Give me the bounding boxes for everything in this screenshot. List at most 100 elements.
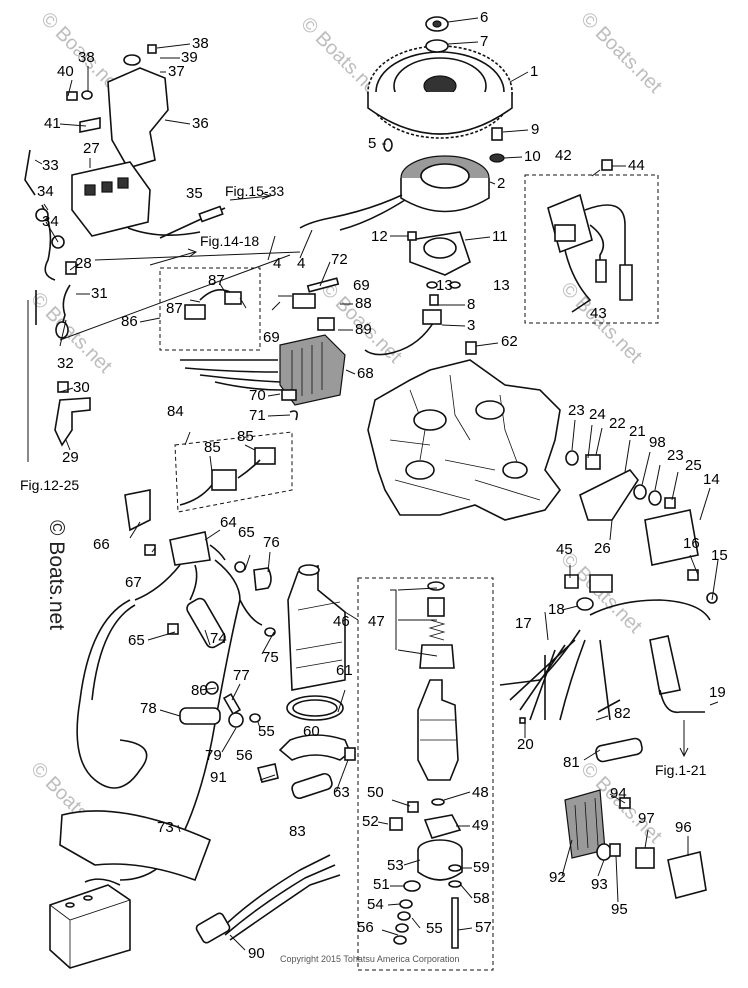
part-label: 97 [638,810,655,827]
part-label: 92 [549,869,566,886]
part-label: 85 [237,428,254,445]
part-label: 55 [258,723,275,740]
part-label: 74 [210,630,227,647]
part-label: 76 [263,534,280,551]
battery-area [49,810,341,969]
relay-bracket [24,44,226,339]
part-label: 42 [555,147,572,164]
pulser-coil [364,231,477,356]
part-label: 38 [192,35,209,52]
part-label: 78 [140,700,157,717]
fig-ref-15-33: Fig.15-33 [225,183,284,199]
part-label: 88 [355,295,372,312]
part-label: 43 [590,305,607,322]
part-label: 29 [62,449,79,466]
part-label: 73 [157,819,174,836]
part-label: 70 [249,387,266,404]
part-label: 37 [168,63,185,80]
part-label: 63 [333,784,350,801]
part-label: 27 [83,140,100,157]
part-label: 51 [373,876,390,893]
part-label: 81 [563,754,580,771]
part-label: 72 [331,251,348,268]
part-label: 87 [208,272,225,289]
part-label: 69 [263,329,280,346]
part-label: 61 [336,662,353,679]
part-label: 71 [249,407,266,424]
part-label: 67 [125,574,142,591]
part-label: 46 [333,613,350,630]
part-label: 56 [357,919,374,936]
bracket-29 [54,381,91,447]
part-label: 44 [628,157,645,174]
rectifier-group [159,267,346,421]
part-label: 93 [591,876,608,893]
part-label: 69 [353,277,370,294]
reference-lines [27,192,689,758]
part-label: 17 [515,615,532,632]
part-label: 18 [548,601,565,618]
part-label: 91 [210,769,227,786]
part-label: 39 [181,49,198,66]
part-label: 55 [426,920,443,937]
watermark: © Boats.net [576,8,666,98]
fig-ref-14-18: Fig.14-18 [200,233,259,249]
part-label: 20 [517,736,534,753]
part-label: 23 [667,447,684,464]
part-label: 95 [611,901,628,918]
part-label: 75 [262,649,279,666]
ignition-coil-group [524,159,659,324]
part-label: 79 [205,747,222,764]
starter-relay-parts [76,489,279,881]
part-label: 28 [75,255,92,272]
part-label: 84 [167,403,184,420]
part-label: 62 [501,333,518,350]
main-harness [499,597,711,724]
part-label: 22 [609,415,626,432]
part-label: 38 [78,49,95,66]
part-label: 12 [371,228,388,245]
part-label: 52 [362,813,379,830]
part-label: 50 [367,784,384,801]
part-label: 65 [238,524,255,541]
figure-references: Fig.15-33 Fig.14-18 Fig.12-25 Fig.1-21 [20,183,707,778]
part-label: 66 [93,536,110,553]
part-label: 41 [44,115,61,132]
part-label: 15 [711,547,728,564]
watermark: © Boats.net [45,520,68,630]
part-label: 2 [497,175,505,192]
part-label: 32 [57,355,74,372]
part-label: 14 [703,471,720,488]
part-label: 35 [186,185,203,202]
regulator-group [564,789,707,899]
part-label: 83 [289,823,306,840]
part-label: 8 [467,296,475,313]
part-label: 60 [303,723,320,740]
part-label: 25 [685,457,702,474]
part-label: 59 [473,859,490,876]
part-label: 68 [357,365,374,382]
part-label: 34 [37,183,54,200]
leader-lines [34,17,719,951]
part-label: 31 [91,285,108,302]
part-label: 11 [492,228,508,245]
fig-ref-1-21: Fig.1-21 [655,762,707,778]
relay-group-84 [174,431,293,513]
part-label: 87 [166,300,183,317]
part-label: 9 [531,121,539,138]
part-label: 53 [387,857,404,874]
part-label: 30 [73,379,90,396]
part-label: 77 [233,667,250,684]
part-label: 56 [236,747,253,764]
part-label: 7 [480,33,488,50]
part-label: 4 [273,255,281,272]
part-label: 24 [589,406,606,423]
part-label: 23 [568,402,585,419]
part-label: 40 [57,63,74,80]
flywheel-assembly [299,16,513,231]
part-labels: 1 2 3 4 4 5 6 7 8 9 10 11 12 13 13 14 15… [37,9,728,962]
part-label: 19 [709,684,726,701]
part-label: 58 [473,890,490,907]
part-label: 26 [594,540,611,557]
part-label: 82 [614,705,631,722]
